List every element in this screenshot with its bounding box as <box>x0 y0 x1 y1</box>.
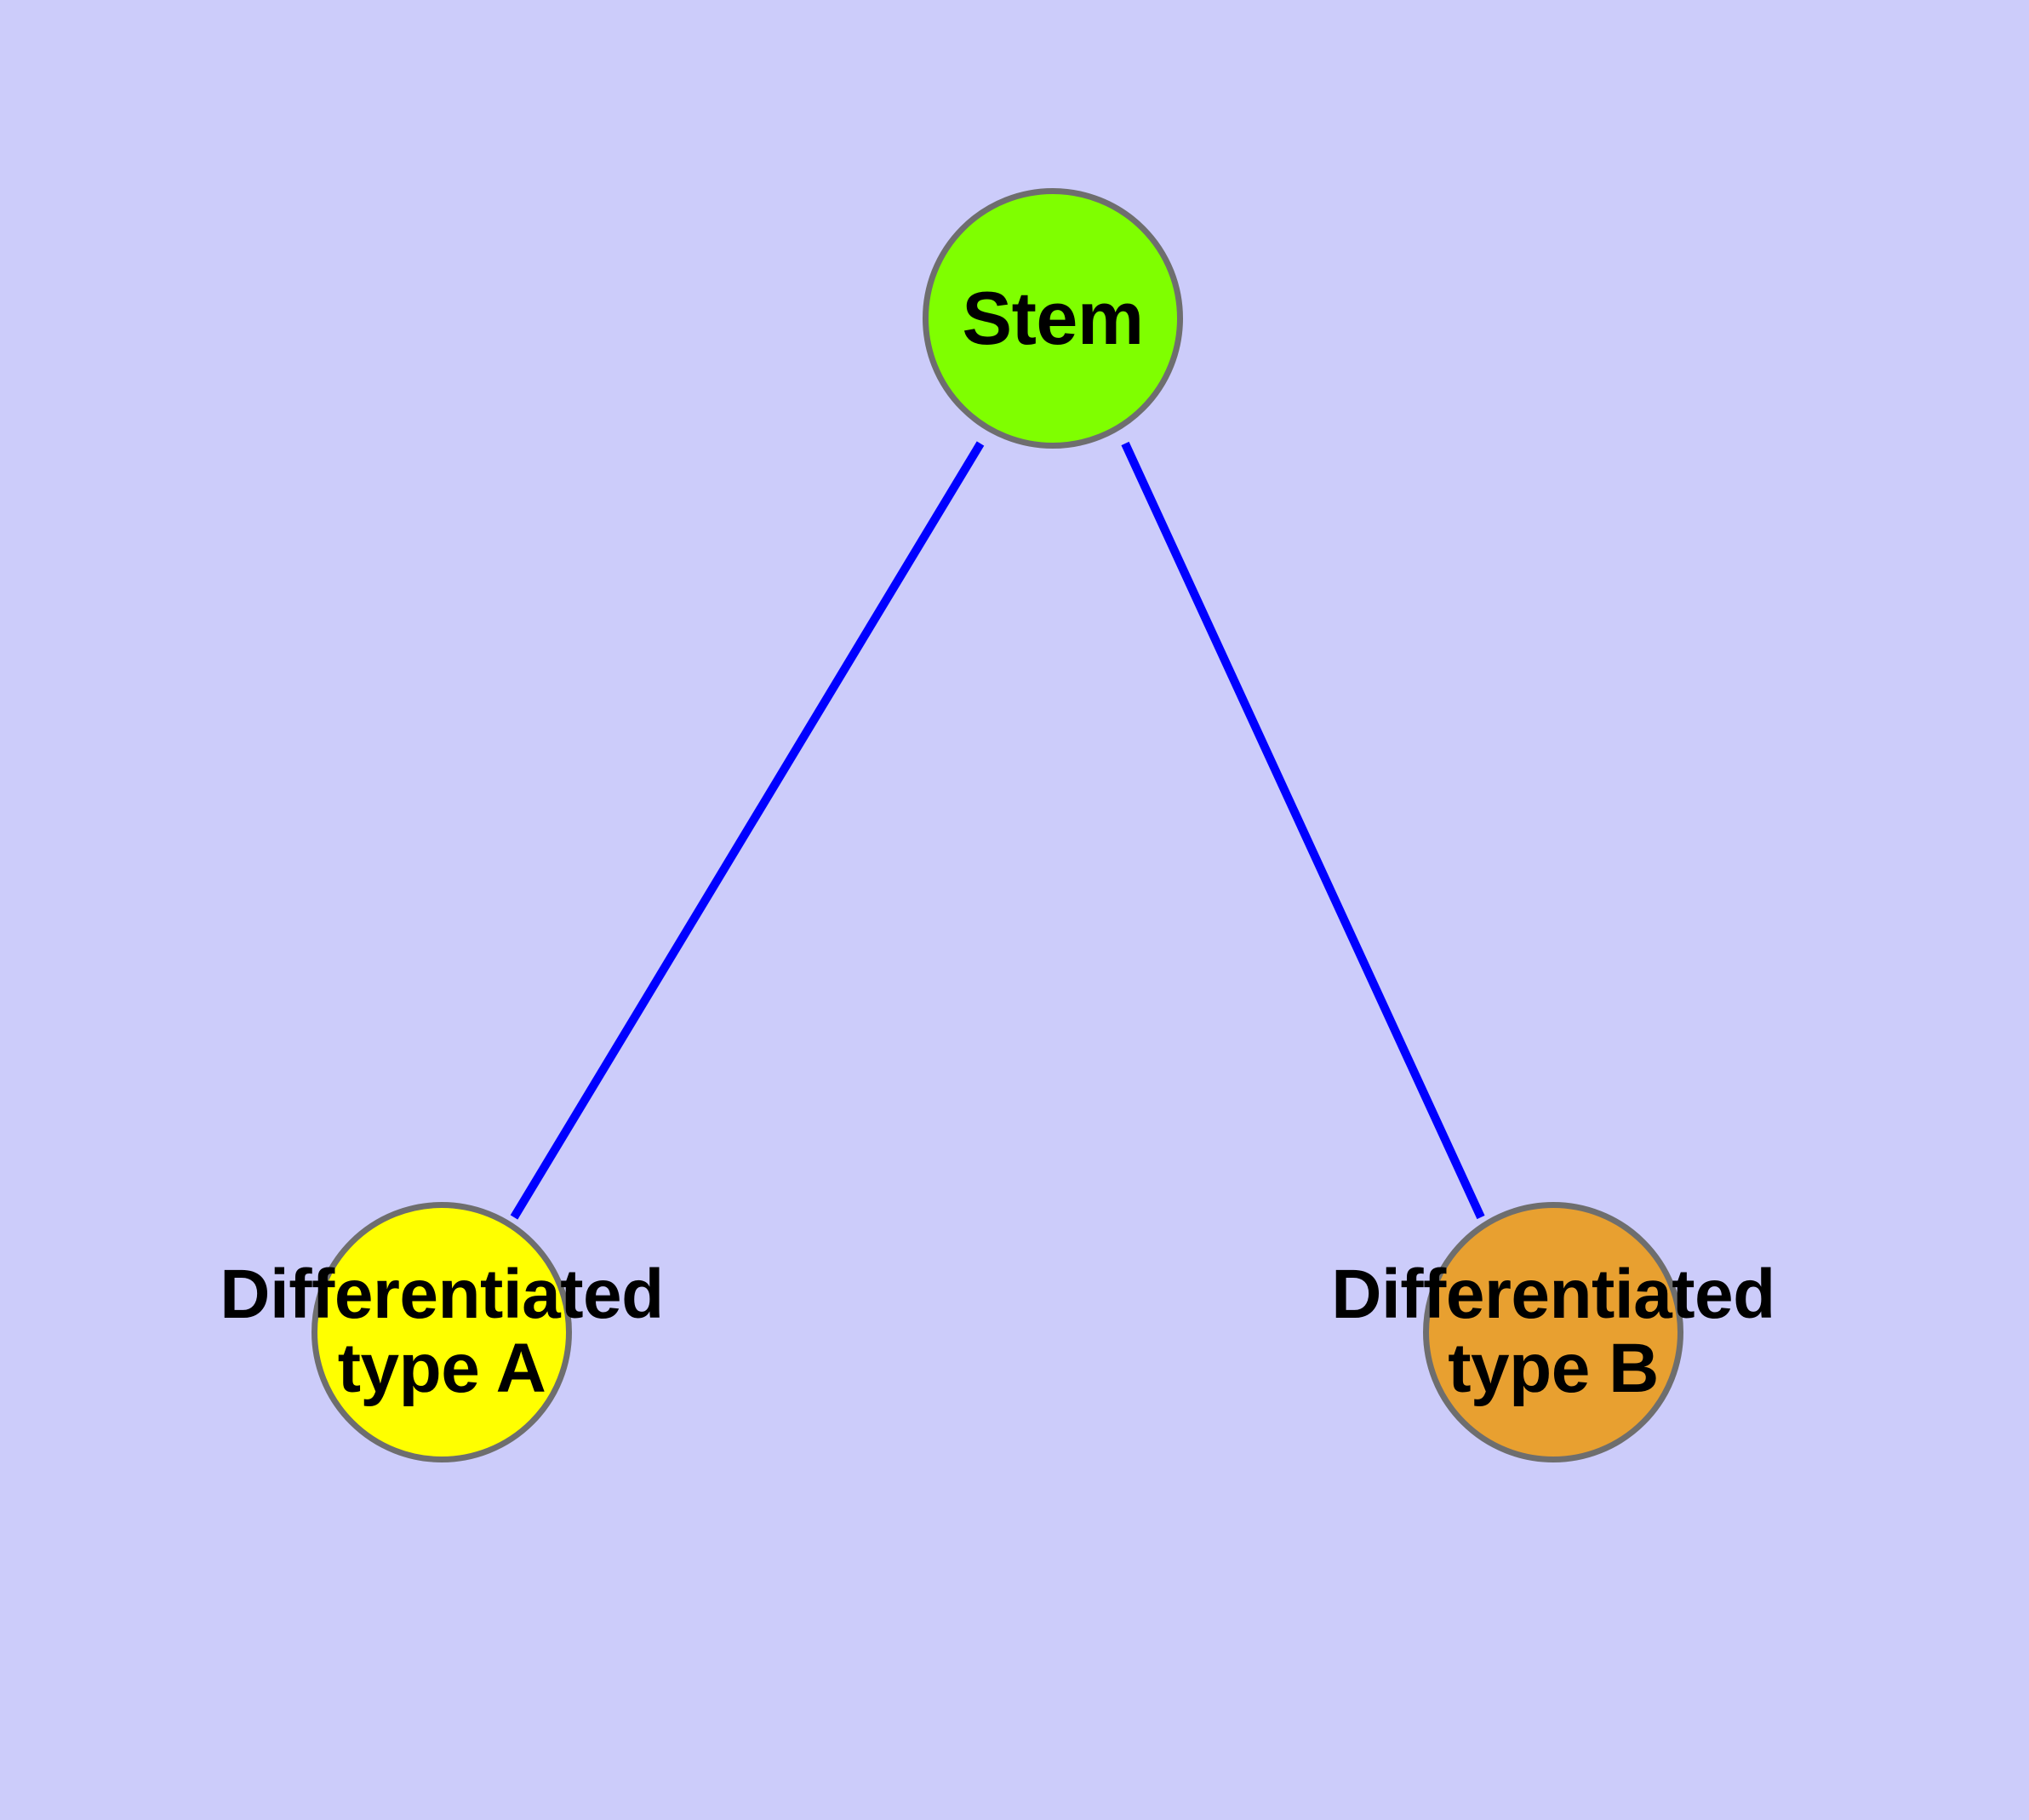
node-stem[interactable] <box>923 188 1183 449</box>
node-label-stem: Stem <box>962 276 1144 361</box>
edge-stem-to-diff-a <box>510 441 985 1220</box>
node-label-diff-a: Differentiated type A <box>220 1256 664 1407</box>
node-diff-a[interactable] <box>311 1202 572 1462</box>
edge-stem-to-diff-b <box>1121 441 1485 1220</box>
node-diff-b[interactable] <box>1423 1202 1683 1462</box>
node-label-diff-b: Differentiated type B <box>1331 1256 1775 1407</box>
